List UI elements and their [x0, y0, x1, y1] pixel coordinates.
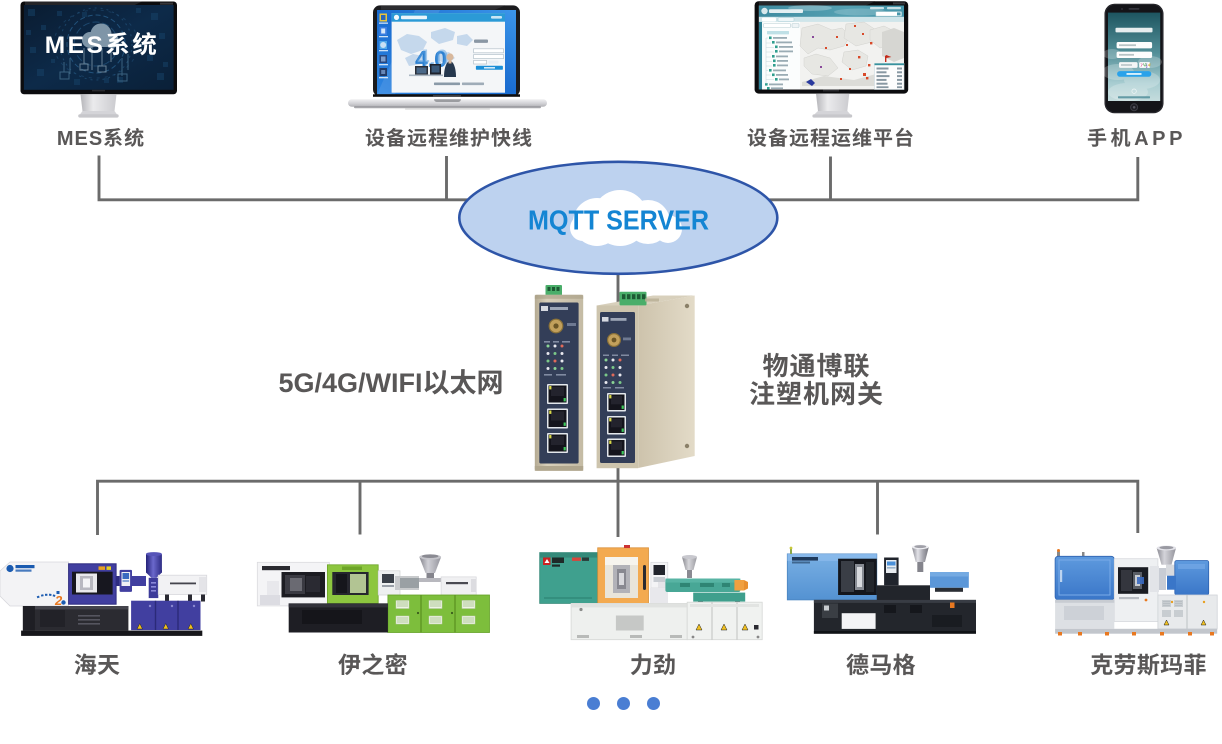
- svg-text:MQTT SERVER: MQTT SERVER: [528, 205, 709, 236]
- svg-text:4: 4: [1148, 62, 1152, 68]
- svg-text:2: 2: [54, 593, 63, 608]
- svg-text:7: 7: [1140, 63, 1144, 68]
- svg-text:U: U: [1143, 62, 1148, 68]
- svg-text:MES系统: MES系统: [45, 31, 160, 59]
- svg-text:j: j: [1145, 63, 1147, 68]
